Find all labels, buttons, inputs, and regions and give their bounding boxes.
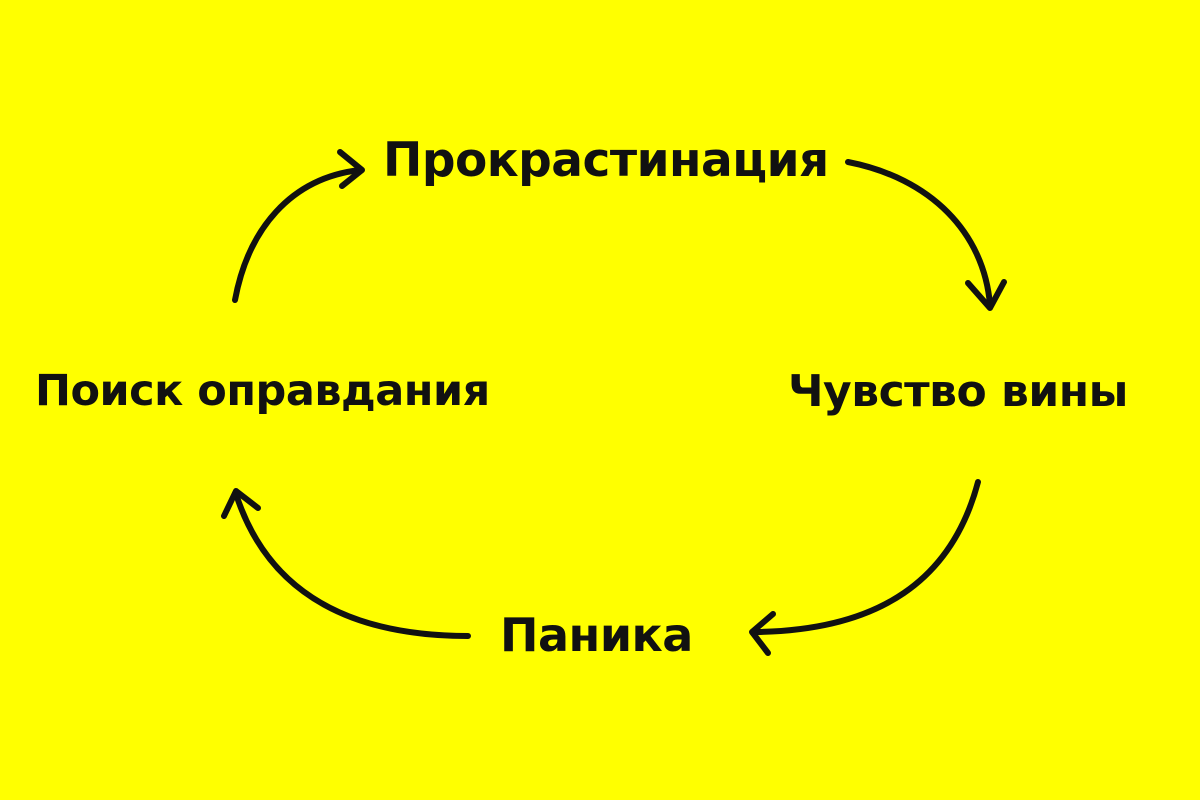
arrow-left-to-top xyxy=(232,149,365,303)
arrow-right-to-bottom-head xyxy=(749,611,776,656)
node-seeking-excuse: Поиск оправдания xyxy=(35,366,490,416)
arrow-top-to-right-head xyxy=(965,279,1007,311)
arrow-right-to-bottom-line xyxy=(754,479,981,635)
arrow-top-to-right xyxy=(845,159,1007,311)
arrow-bottom-to-left-line xyxy=(233,491,471,639)
node-panic: Паника xyxy=(500,608,693,662)
arrow-left-to-top-line xyxy=(232,167,363,303)
arrow-left-to-top-head xyxy=(337,149,365,189)
arrow-right-to-bottom xyxy=(749,479,981,656)
node-procrastination: Прокрастинация xyxy=(383,133,829,188)
arrow-bottom-to-left-head xyxy=(221,488,261,519)
node-guilt: Чувство вины xyxy=(788,366,1128,417)
arrow-bottom-to-left xyxy=(221,488,471,639)
arrow-top-to-right-line xyxy=(845,159,993,308)
